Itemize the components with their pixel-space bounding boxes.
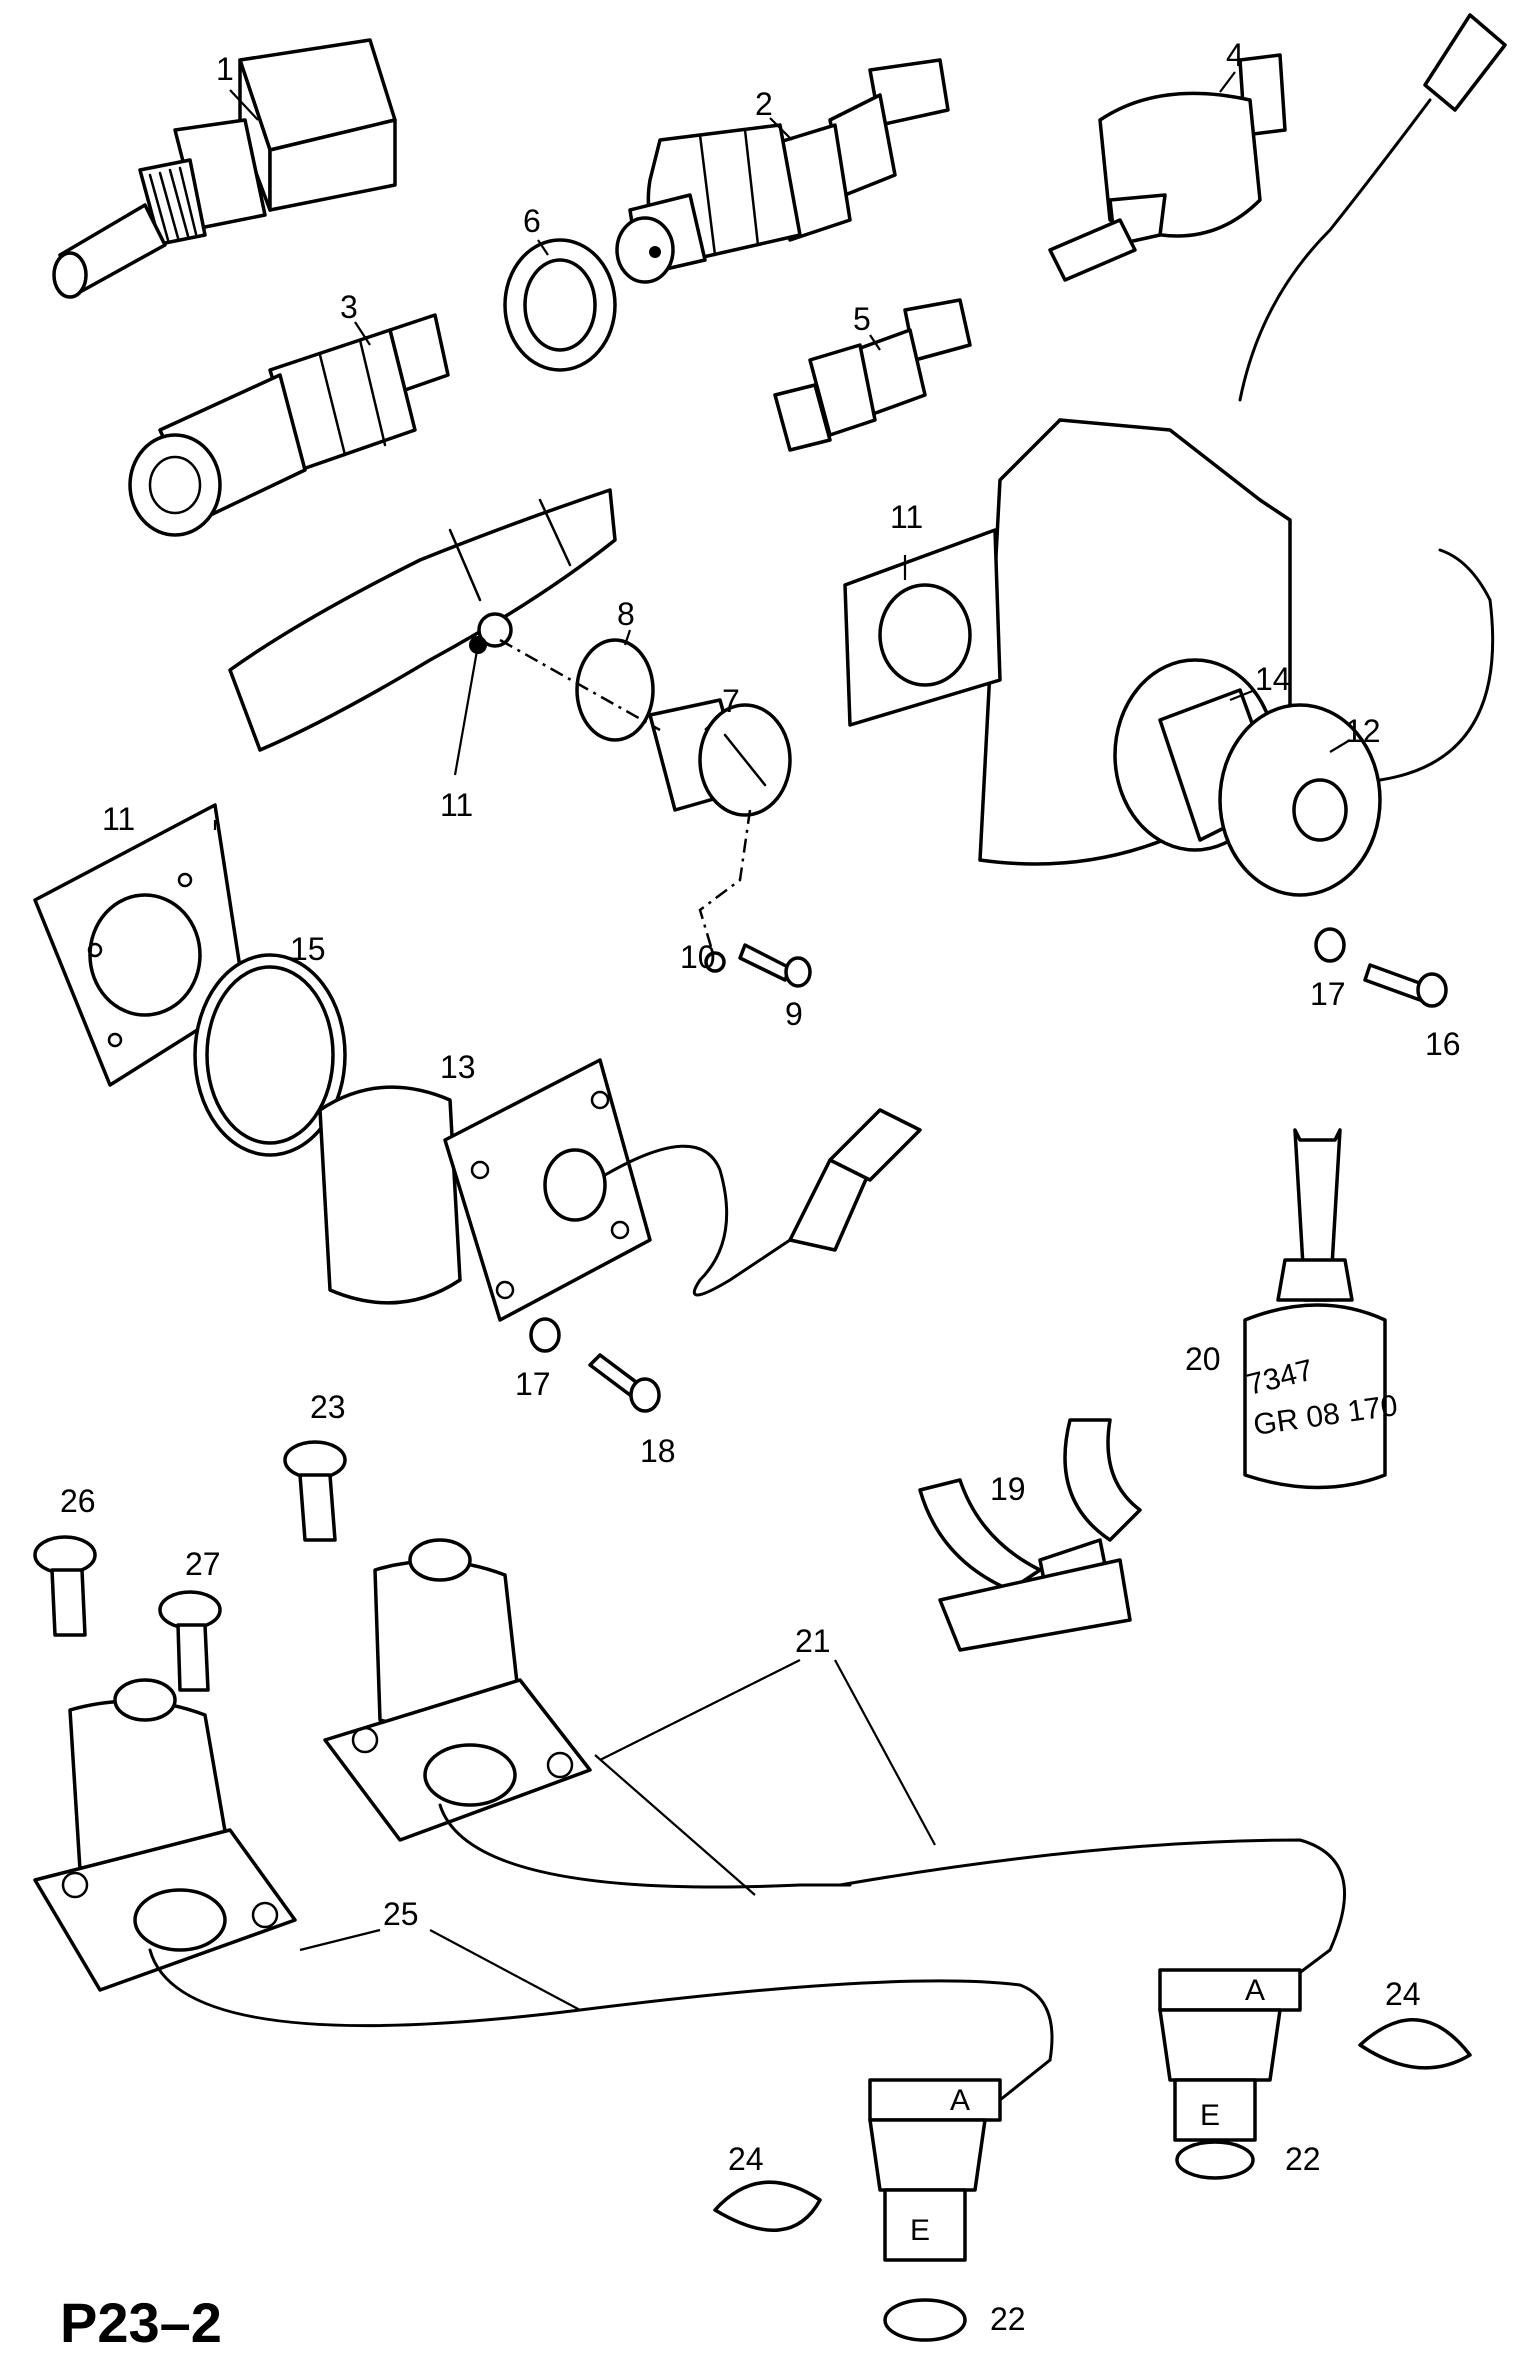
- callout-11-left: 11: [102, 801, 135, 837]
- assembly-dash-line: [499, 638, 752, 961]
- part-13-actuator: [318, 1058, 922, 1322]
- callout-17-right: 17: [1310, 976, 1346, 1012]
- part-11-gasket-upper-right: [843, 528, 1002, 727]
- callout-25: 25: [383, 1896, 419, 1932]
- callout-18: 18: [640, 1433, 676, 1469]
- callout-23: 23: [310, 1389, 346, 1425]
- callout-20: 20: [1185, 1341, 1221, 1377]
- part-25-connector: A E: [868, 2078, 1002, 2262]
- part-6-seal-ring: [503, 238, 617, 372]
- callout-21: 21: [795, 1623, 831, 1659]
- part-19-clip: [918, 1418, 1142, 1652]
- part-15-o-ring: [193, 953, 347, 1157]
- part-17-washer-left: [529, 1317, 561, 1353]
- housing-left: [228, 488, 617, 752]
- part-4-sensor: [1048, 13, 1507, 402]
- part-23-bolt: [283, 1440, 347, 1542]
- part-5-switch: [773, 298, 972, 452]
- part-11-gasket-left: [33, 803, 247, 1087]
- callout-17-left: 17: [515, 1366, 551, 1402]
- callout-1: 1: [216, 51, 234, 87]
- callout-6: 6: [523, 203, 541, 239]
- callout-14: 14: [1255, 661, 1291, 697]
- callout-15: 15: [290, 931, 326, 967]
- part-1-temperature-sender: [52, 38, 397, 299]
- callout-8: 8: [617, 596, 635, 632]
- connector-letter-lower-e: E: [910, 2214, 930, 2247]
- callout-11-mid: 11: [440, 787, 473, 823]
- callout-26: 26: [60, 1483, 96, 1519]
- callout-4: 4: [1226, 37, 1244, 73]
- part-12-cover: [1158, 548, 1495, 897]
- connector-letter-upper-a: A: [1245, 1974, 1265, 2007]
- callout-9: 9: [785, 996, 803, 1032]
- callout-27: 27: [185, 1546, 221, 1582]
- connector-letter-upper-e: E: [1200, 2099, 1220, 2132]
- part-26-bolt: [33, 1535, 97, 1637]
- part-24-clip-right: [1358, 2018, 1472, 2070]
- leader-lines: [213, 71, 1351, 2011]
- part-17-washer-right: [1314, 927, 1346, 963]
- callout-12: 12: [1345, 713, 1381, 749]
- callout-19: 19: [990, 1471, 1026, 1507]
- callout-16: 16: [1425, 1026, 1461, 1062]
- connector-letter-lower-a: A: [950, 2084, 970, 2117]
- callout-24-left: 24: [728, 2141, 764, 2177]
- part-21-speed-sensor: [323, 1538, 1346, 1982]
- part-22-seal-left: [883, 2298, 967, 2342]
- callout-11-right: 11: [890, 499, 923, 535]
- part-10-washer: [704, 951, 726, 973]
- part-16-bolt: [1363, 963, 1448, 1008]
- callout-3: 3: [340, 289, 358, 325]
- callout-24-right: 24: [1385, 1976, 1421, 2012]
- part-18-bolt: [588, 1353, 661, 1413]
- part-8-o-ring: [575, 638, 655, 742]
- part-20-bottle: 7347 GR 08 170: [1243, 1128, 1400, 1490]
- part-21-connector: A E: [1158, 1968, 1302, 2142]
- callout-22-left: 22: [990, 2301, 1026, 2337]
- callout-10: 10: [680, 939, 716, 975]
- part-9-bolt: [738, 943, 812, 988]
- callout-2: 2: [755, 86, 773, 122]
- callout-5: 5: [853, 301, 871, 337]
- part-3-oil-pressure-switch: [128, 313, 450, 537]
- part-22-seal-right: [1175, 2140, 1255, 2180]
- part-7-speed-sensor: [648, 698, 792, 817]
- part-25-speed-sensor: [33, 1678, 1054, 2102]
- callout-labels: 1 2 3 4 5 6 7 8 9 10 11 11 11 12 13 14 1…: [60, 37, 1461, 2337]
- part-27-bolt: [158, 1590, 222, 1692]
- callout-13: 13: [440, 1049, 476, 1085]
- part-2-pressure-switch: [615, 58, 950, 284]
- page-code: P23–2: [60, 2291, 222, 2354]
- part-24-clip-left: [713, 2180, 822, 2232]
- callout-22-right: 22: [1285, 2141, 1321, 2177]
- callout-7: 7: [722, 683, 740, 719]
